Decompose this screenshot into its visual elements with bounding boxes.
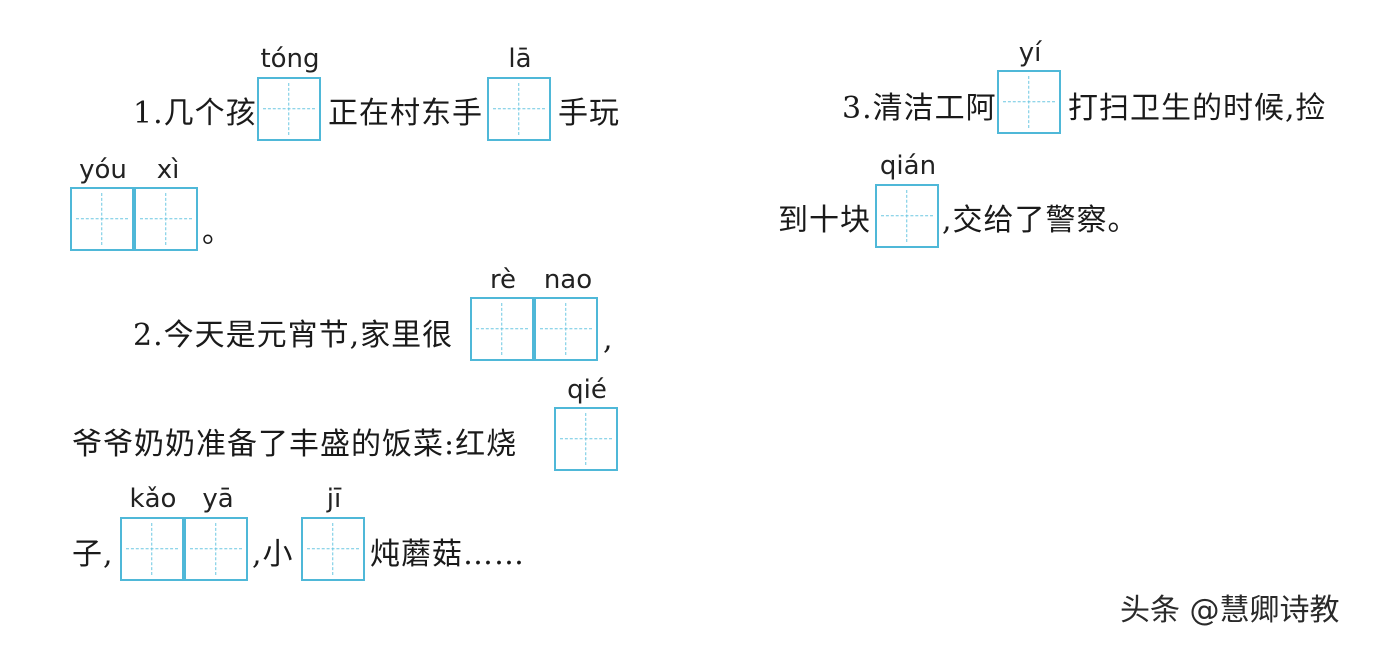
writing-cell-ya[interactable] xyxy=(184,517,248,581)
writing-cell-qian[interactable] xyxy=(875,184,939,248)
pinyin-ji: jī xyxy=(326,484,342,514)
q3-text-c: 到十块 xyxy=(778,203,871,238)
watermark-label: 头条 @慧卿诗教 xyxy=(1120,593,1340,628)
writing-cell-la[interactable] xyxy=(487,77,551,141)
q1-text-a: 1.几个孩 xyxy=(133,96,257,131)
writing-cell-you[interactable] xyxy=(70,187,134,251)
pinyin-nao: nao xyxy=(543,265,593,295)
q1-text-b: 正在村东手 xyxy=(328,96,483,131)
writing-cell-re[interactable] xyxy=(470,297,534,361)
pinyin-you: yóu xyxy=(79,155,127,185)
pinyin-qie: qié xyxy=(567,375,607,405)
q2-text-a: 2.今天是元宵节,家里很 xyxy=(133,318,454,353)
q2-text-f: 炖蘑菇…… xyxy=(370,537,525,572)
writing-cell-xi[interactable] xyxy=(134,187,198,251)
q2-text-e: ,小 xyxy=(252,537,294,572)
writing-cell-kao[interactable] xyxy=(120,517,184,581)
pinyin-qian: qián xyxy=(879,151,937,181)
writing-cell-tong[interactable] xyxy=(257,77,321,141)
pinyin-yi: yí xyxy=(1018,38,1042,68)
q3-text-a: 3.清洁工阿 xyxy=(842,91,997,126)
q3-text-b: 打扫卫生的时候,捡 xyxy=(1068,91,1327,126)
q2-text-d: 子, xyxy=(72,537,114,572)
q1-text-c: 手玩 xyxy=(558,96,620,131)
pinyin-la: lā xyxy=(508,44,532,74)
writing-cell-yi[interactable] xyxy=(997,70,1061,134)
writing-cell-nao[interactable] xyxy=(534,297,598,361)
q1-text-d: 。 xyxy=(202,215,233,250)
pinyin-re: rè xyxy=(489,265,517,295)
pinyin-kao: kǎo xyxy=(129,484,177,514)
pinyin-tong: tóng xyxy=(260,44,320,74)
q2-text-b: , xyxy=(603,322,614,357)
q3-text-d: ,交给了警察。 xyxy=(942,203,1139,238)
writing-cell-qie[interactable] xyxy=(554,407,618,471)
pinyin-xi: xì xyxy=(156,155,180,185)
q2-text-c: 爷爷奶奶准备了丰盛的饭菜:红烧 xyxy=(72,427,518,462)
pinyin-ya: yā xyxy=(202,484,234,514)
writing-cell-ji[interactable] xyxy=(301,517,365,581)
